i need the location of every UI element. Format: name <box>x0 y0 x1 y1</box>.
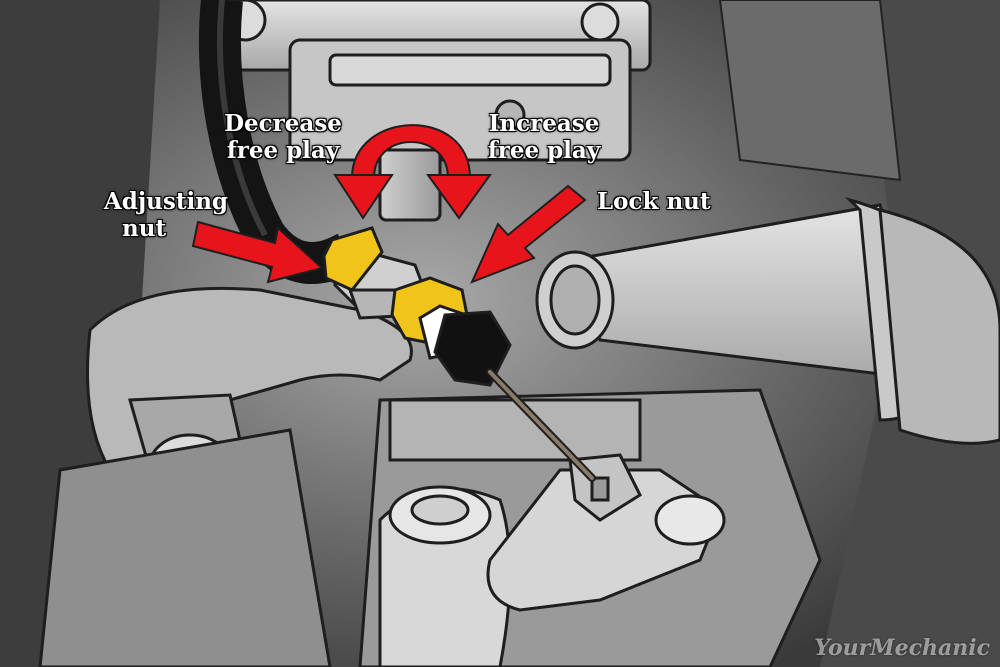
decrease-line1: Decrease <box>224 110 342 137</box>
lock-nut-arrow <box>470 184 587 284</box>
carburetor-body <box>208 0 652 222</box>
increase-line1: Increase <box>488 110 600 137</box>
throttle-cylinder <box>535 197 1000 445</box>
yourmechanic-watermark: YourMechanic <box>814 635 990 661</box>
adjusting-line1: Adjusting <box>103 188 228 215</box>
upper-right-bracket <box>718 0 902 182</box>
adjusting-line2: nut <box>122 215 167 242</box>
lock-nut-shape <box>390 276 512 387</box>
adjusting-nut-label: Adjusting nut <box>90 188 228 242</box>
adjusting-nut-arrow <box>191 220 325 284</box>
lock-line1: Lock nut <box>597 188 711 215</box>
adjusting-nut-shape <box>322 226 384 292</box>
decrease-line2: free play <box>226 137 340 164</box>
throttle-link-plate <box>486 453 726 612</box>
rotation-arrow <box>333 124 492 220</box>
increase-line2: free play <box>487 137 601 164</box>
increase-free-play-label: Increase free play <box>478 110 610 164</box>
decrease-free-play-label: Decrease free play <box>218 110 348 164</box>
lock-nut-label: Lock nut <box>597 188 711 215</box>
